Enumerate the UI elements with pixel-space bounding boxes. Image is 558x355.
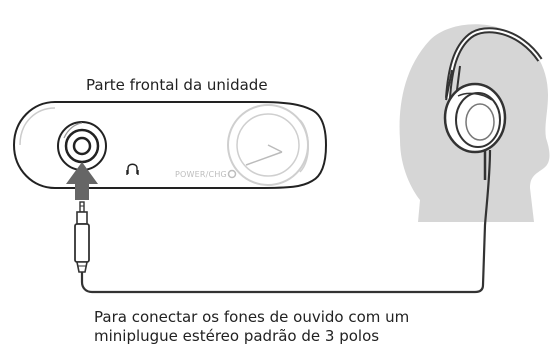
headphone-earcup — [443, 82, 507, 154]
power-indicator-icon — [227, 169, 237, 179]
diagram-title: Parte frontal da unidade — [86, 76, 268, 94]
caption-line-2: miniplugue estéreo padrão de 3 polos — [94, 327, 380, 345]
headphone-cable — [80, 149, 492, 294]
headphone-jack-icon — [57, 121, 107, 171]
arrow-up-icon — [66, 162, 98, 200]
caption-line-1: Para conectar os fones de ouvido com um — [94, 308, 410, 326]
headphones-symbol-icon — [126, 163, 139, 175]
miniplug — [74, 201, 90, 273]
power-chg-label: POWER/CHG — [175, 170, 227, 179]
